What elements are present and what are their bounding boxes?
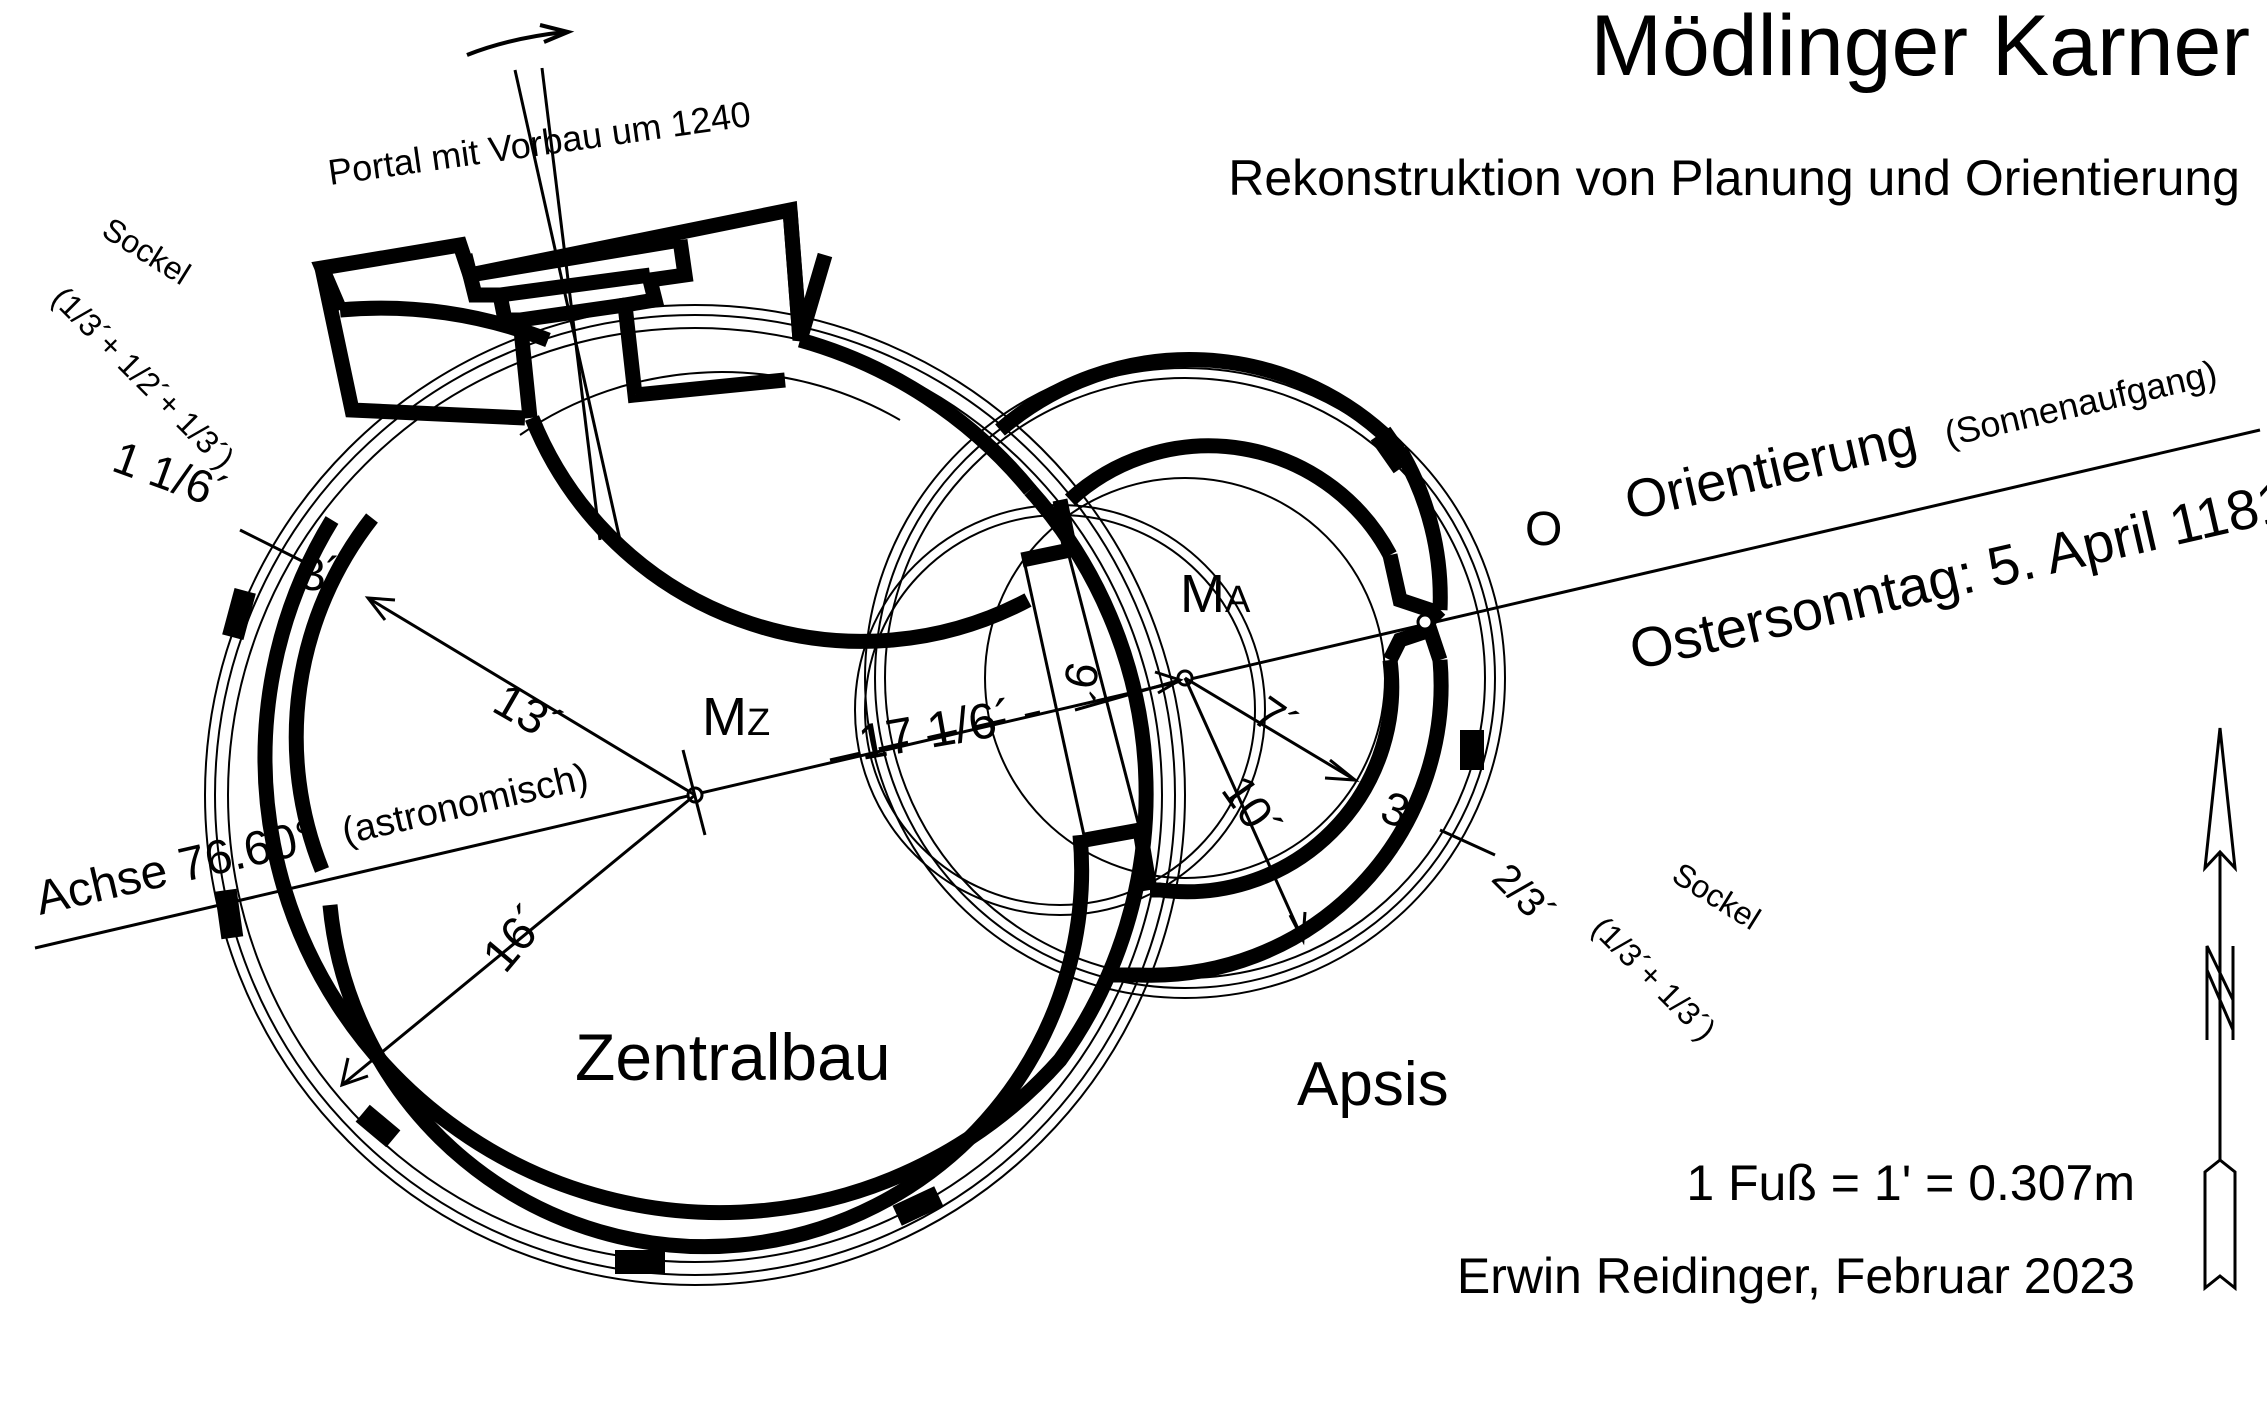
dim-label-apsis-sockel: 2/3´ bbox=[1484, 855, 1564, 935]
dim-label-apsis-outer: 10´ bbox=[1212, 766, 1293, 850]
zentral-guide-arc bbox=[519, 371, 901, 436]
vestibule-west-wall bbox=[314, 266, 526, 426]
room-label-zentralbau: Zentralbau bbox=[575, 1020, 891, 1094]
portal-axis-line bbox=[513, 69, 622, 541]
apsis-east-niche-north bbox=[1382, 553, 1446, 626]
center-label-mz-main: M bbox=[702, 687, 747, 747]
apsis-sockel-ring-mid bbox=[874, 367, 1496, 989]
north-arrow-tail bbox=[2203, 1158, 2237, 1292]
zentral-inner-wall-north bbox=[525, 415, 1032, 649]
zentral-pilaster bbox=[214, 888, 244, 940]
apsis-outer-wall-ne bbox=[1393, 446, 1448, 611]
dim-line-16 bbox=[341, 793, 696, 1087]
apsis-outer-wall-north bbox=[995, 352, 1406, 456]
dim-label-center-distance: 17 1/6´ bbox=[854, 689, 1017, 771]
rotation-arrow bbox=[466, 30, 566, 57]
orientation-point bbox=[1416, 613, 1434, 631]
apsis-pilaster bbox=[1370, 426, 1414, 474]
portal-vestibule bbox=[311, 200, 833, 426]
arch-west-edge bbox=[1023, 564, 1087, 841]
zentral-inner-wall-west bbox=[288, 513, 378, 873]
room-label-apsis: Apsis bbox=[1297, 1050, 1449, 1119]
dimension-lines bbox=[239, 528, 1496, 1088]
zentral-sockel-ring-outer bbox=[204, 304, 1186, 1286]
zentral-outer-wall-ne bbox=[797, 332, 1036, 495]
dim-line-9 bbox=[1074, 678, 1181, 712]
portal-jamb-east bbox=[616, 238, 786, 404]
center-label-ma: MA bbox=[1180, 564, 1251, 624]
vestibule-east-wall bbox=[782, 209, 808, 341]
center-tick-mz bbox=[681, 749, 707, 836]
apsis-outer-wall-south bbox=[1110, 659, 1449, 983]
north-letter-stroke bbox=[2205, 969, 2235, 1031]
zentral-pilaster bbox=[615, 1250, 665, 1274]
page-title: Mödlinger Karner bbox=[1590, 0, 2250, 94]
apsis-inner-wall-north bbox=[1064, 438, 1397, 559]
zentral-outer-wall bbox=[257, 484, 1154, 1221]
apsis-inner-wall-south bbox=[1150, 659, 1400, 900]
sockel-left-label: Sockel bbox=[96, 210, 197, 291]
rotation-arrow-head bbox=[539, 23, 575, 44]
axis-sublabel: (astronomisch) bbox=[338, 756, 592, 853]
arch-north-jamb bbox=[1020, 498, 1079, 568]
center-label-mz-sub: Z bbox=[747, 702, 770, 744]
dim-label-13: 13´ bbox=[485, 674, 572, 755]
zentral-pilaster bbox=[355, 1104, 401, 1148]
sockel-right-label: Sockel bbox=[1666, 855, 1767, 936]
arch-connection bbox=[1020, 498, 1158, 892]
portal-step-2 bbox=[499, 267, 651, 303]
center-label-mz: MZ bbox=[702, 687, 770, 747]
zentral-inner-wall-south bbox=[322, 834, 1090, 1255]
north-arrow-icon bbox=[2203, 727, 2237, 1292]
portal-jamb-west bbox=[457, 253, 538, 419]
zentral-sockel-ring-inner bbox=[227, 327, 1163, 1263]
north-arrow-head bbox=[2203, 727, 2237, 873]
dim-label-16: 16´ bbox=[473, 895, 558, 982]
apsis-pilaster bbox=[1460, 730, 1484, 770]
portal-step-1 bbox=[468, 232, 682, 283]
axis-main: Achse 76.60° bbox=[31, 810, 322, 926]
zentral-pilaster bbox=[222, 587, 256, 641]
dim-label-connection: 9´ bbox=[1051, 658, 1109, 707]
portal-axis bbox=[466, 23, 622, 541]
center-label-ma-sub: A bbox=[1225, 579, 1251, 621]
dim-arrow-10 bbox=[1288, 911, 1307, 946]
center-label-ma-main: M bbox=[1180, 564, 1225, 624]
dim-line-7 bbox=[1184, 676, 1356, 782]
dim-label-zentral-wall: 3´ bbox=[300, 548, 341, 600]
center-mz bbox=[681, 749, 707, 836]
dim-line-10 bbox=[1183, 677, 1305, 941]
east-marker: O bbox=[1525, 503, 1562, 556]
portal-axis-line-2 bbox=[540, 67, 602, 541]
dim-arrow-13 bbox=[364, 596, 396, 621]
orientation-sublabel: (Sonnenaufgang) bbox=[1940, 352, 2220, 455]
zentral-pilaster bbox=[892, 1186, 944, 1226]
dim-line-sockel-right bbox=[1439, 828, 1496, 857]
zentral-sockel-ring-mid bbox=[214, 314, 1176, 1276]
dim-arrow-7 bbox=[1324, 758, 1360, 782]
dim-line-13 bbox=[367, 596, 696, 797]
orientation-main: Orientierung bbox=[1619, 406, 1922, 531]
dim-line-sockel-left bbox=[239, 528, 311, 567]
apsis-east-niche-south bbox=[1383, 620, 1448, 664]
dim-arrow-16 bbox=[339, 1057, 369, 1088]
page-subtitle: Rekonstruktion von Planung und Orientier… bbox=[1228, 150, 2240, 206]
scale-note: 1 Fuß = 1' = 0.307m bbox=[1686, 1155, 2135, 1211]
author-note: Erwin Reidinger, Februar 2023 bbox=[1457, 1248, 2135, 1304]
dim-line-center-distance bbox=[829, 710, 1041, 762]
dim-arrow-9 bbox=[1154, 670, 1184, 695]
arch-east-edge bbox=[1066, 551, 1142, 831]
sockel-right-formula: (1/3´+ 1/3´) bbox=[1585, 909, 1723, 1047]
